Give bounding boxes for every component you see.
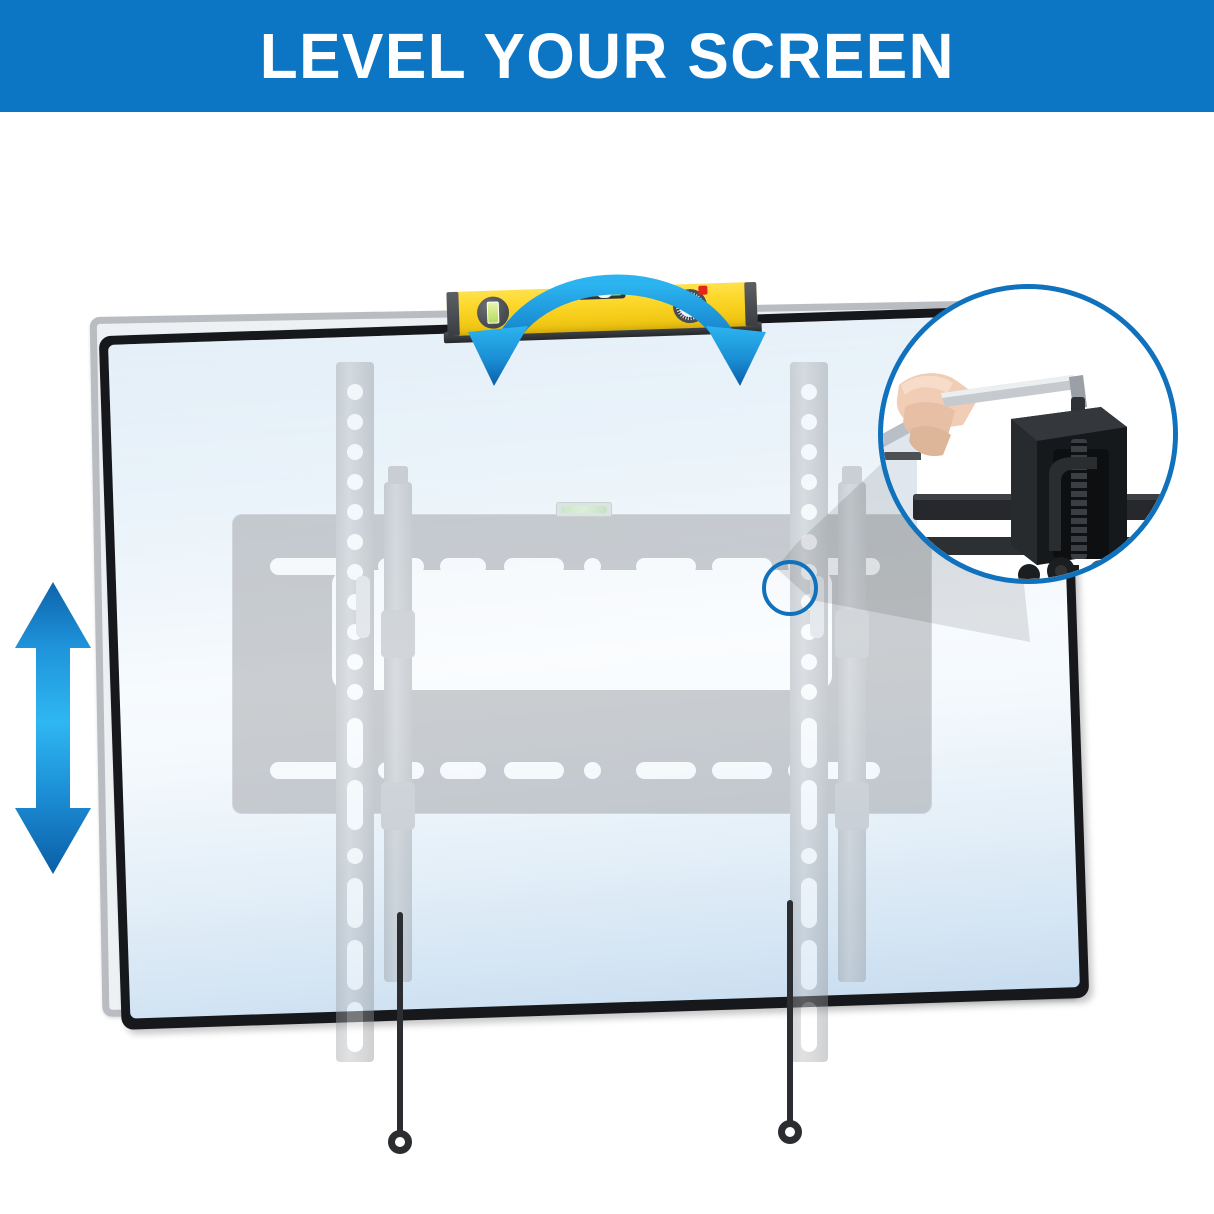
- page-title: LEVEL YOUR SCREEN: [259, 20, 955, 92]
- bracket-slot: [504, 558, 564, 575]
- bracket-arm-cap-right: [842, 466, 862, 484]
- inset-content: [883, 289, 1173, 579]
- bracket-arm-right: [838, 482, 866, 982]
- rotation-arrow: [468, 274, 766, 386]
- bracket-knuckle: [835, 782, 869, 830]
- bracket-arm-left: [384, 482, 412, 982]
- header-banner: LEVEL YOUR SCREEN: [0, 0, 1214, 112]
- bracket-slot: [712, 762, 772, 779]
- bracket-knuckle: [381, 782, 415, 830]
- cord-line: [397, 912, 403, 1134]
- tilt-release-cord-right: [778, 900, 802, 1152]
- bracket-knuckle: [381, 610, 415, 658]
- leveling-screw-highlight-circle: [762, 560, 818, 616]
- bracket-slot: [440, 762, 486, 779]
- bracket-slot: [378, 762, 424, 779]
- cord-line: [787, 900, 793, 1124]
- hex-key-adjustment-illustration: [883, 289, 1173, 579]
- bracket-slot: [636, 558, 696, 575]
- bracket-slot: [270, 558, 362, 575]
- bracket-slot: [504, 762, 564, 779]
- cord-ring: [388, 1130, 412, 1154]
- bracket-slot: [440, 558, 486, 575]
- bracket-slot: [378, 558, 424, 575]
- bracket-hole: [584, 558, 601, 575]
- bracket-slot: [270, 762, 362, 779]
- bracket-center-cutout: [332, 570, 832, 690]
- inset-ring-border: [878, 284, 1178, 584]
- bracket-slot: [788, 762, 880, 779]
- bracket-rail-right: [790, 362, 828, 1062]
- cord-ring: [778, 1120, 802, 1144]
- bracket-knuckle: [835, 610, 869, 658]
- illustration-stage: [0, 112, 1214, 1214]
- bracket-wall-plate: [232, 514, 932, 814]
- bracket-hole: [584, 762, 601, 779]
- height-adjust-arrow: [15, 582, 91, 874]
- bracket-slot: [636, 762, 696, 779]
- bracket-slot: [712, 558, 772, 575]
- tilt-release-cord-left: [388, 912, 412, 1162]
- bracket-arm-cap-left: [388, 466, 408, 484]
- tv-wall-mount-bracket: [232, 362, 932, 1062]
- bubble-level-vial: [561, 506, 607, 513]
- bracket-spacer-tab: [356, 576, 370, 638]
- integrated-bubble-level: [556, 502, 612, 517]
- bracket-rail-left: [336, 362, 374, 1062]
- leveling-detail-inset: [878, 284, 1178, 584]
